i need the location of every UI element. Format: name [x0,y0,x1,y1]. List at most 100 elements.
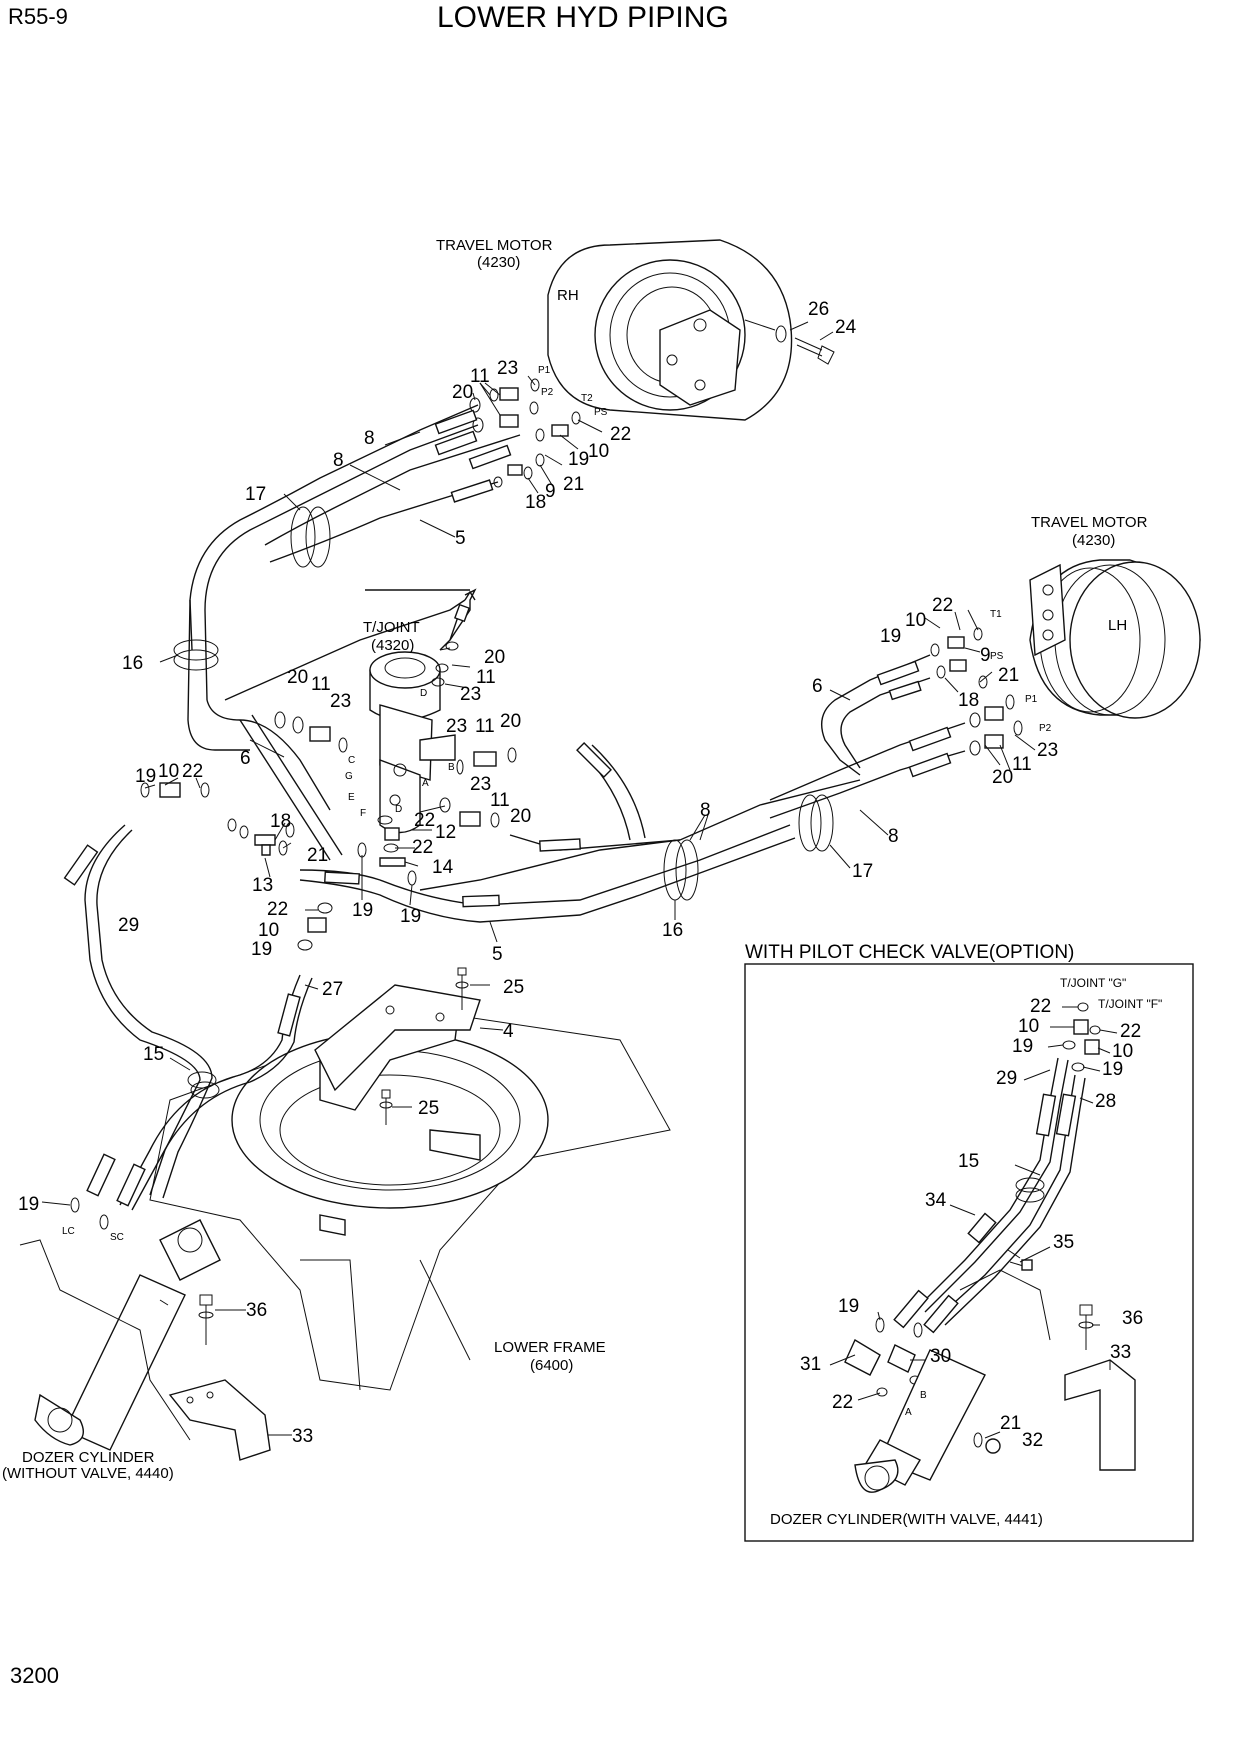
callout-22b: 22 [414,810,435,831]
callout-22g: 22 [1030,996,1051,1017]
port-tj-d: D [420,688,427,699]
callout-21c: 21 [998,665,1019,686]
callout-11c: 11 [311,674,331,695]
lower-frame-code: (6400) [530,1357,573,1374]
callout-11e: 11 [490,790,510,811]
dozer-cylinder-label: DOZER CYLINDER [22,1449,155,1466]
hose-5-6 [239,714,861,923]
callout-20f: 20 [992,767,1013,788]
callout-22a: 22 [610,424,631,445]
callout-22i: 22 [832,1392,853,1413]
t-joint-fittings [140,711,517,951]
callout-18a: 18 [525,492,546,513]
callout-19h: 19 [1012,1036,1033,1057]
callout-8c: 8 [700,800,711,821]
callout-28: 28 [1095,1091,1116,1112]
port-tj-d2: D [395,804,402,815]
bracket-33 [168,1294,271,1461]
callout-23e: 23 [470,774,491,795]
callout-36b: 36 [1122,1308,1143,1329]
callout-19g: 19 [18,1194,39,1215]
port-rh-p2: P2 [541,387,554,398]
callout-22h: 22 [1120,1021,1141,1042]
callout-22c: 22 [412,837,433,858]
lh-fittings-hoses [769,627,1023,852]
callout-8b: 8 [333,450,344,471]
callout-20d: 20 [500,711,521,732]
callout-11f: 11 [1012,754,1032,775]
port-tj-b: B [448,762,455,773]
callout-24: 24 [835,317,857,338]
callout-4: 4 [503,1021,514,1042]
callout-20: 20 [452,382,473,403]
callout-23: 23 [497,358,518,379]
port-lh-p2: P2 [1039,723,1052,734]
callout-14: 14 [432,857,454,878]
travel-motor-lh-side: LH [1108,617,1127,634]
model-code: R55-9 [8,4,68,29]
callout-11b: 11 [476,667,496,688]
inset-dozer-cylinder-label: DOZER CYLINDER(WITH VALVE, 4441) [770,1511,1043,1528]
callout-5b: 5 [492,944,503,965]
callout-10a: 10 [588,441,609,462]
callout-9b: 9 [980,645,991,666]
callout-19j: 19 [838,1296,859,1317]
callout-32: 32 [1022,1430,1043,1451]
port-tj-g: G [345,771,353,782]
callout-8a: 8 [364,428,375,449]
lower-frame-label: LOWER FRAME [494,1339,606,1356]
callout-34: 34 [925,1190,947,1211]
callout-17: 17 [245,484,266,505]
port-cyl-sc: SC [110,1232,124,1243]
callout-21d: 21 [1000,1413,1021,1434]
callout-22e: 22 [267,899,288,920]
callout-19d: 19 [352,900,373,921]
callout-19b: 19 [135,766,156,787]
callout-25a: 25 [503,977,524,998]
port-lh-p1: P1 [1025,694,1038,705]
callout-31: 31 [800,1354,821,1375]
bolts-25 [379,967,469,1125]
t-joint-code: (4320) [371,637,414,654]
rh-fittings [469,378,581,488]
inset-title: WITH PILOT CHECK VALVE(OPTION) [745,942,1074,963]
callout-20e: 20 [510,806,531,827]
page-title: LOWER HYD PIPING [437,1,729,34]
callout-33b: 33 [1110,1342,1131,1363]
callout-20c: 20 [287,667,308,688]
port-tj-f: F [360,808,366,819]
callout-13: 13 [252,875,273,896]
rh-hose-bundle [189,404,521,701]
callout-23f: 23 [1037,740,1058,761]
callout-18b: 18 [270,811,291,832]
callout-16b: 16 [662,920,683,941]
travel-motor-rh [547,239,835,421]
port-tj-e: E [348,792,355,803]
callout-10c: 10 [258,920,279,941]
callout-19i: 19 [1102,1059,1123,1080]
callout-17b: 17 [852,861,873,882]
callout-15a: 15 [143,1044,164,1065]
callout-29b: 29 [996,1068,1017,1089]
callout-36a: 36 [246,1300,267,1321]
callout-12: 12 [435,822,456,843]
dozer-hoses [63,824,313,1230]
travel-motor-rh-label: TRAVEL MOTOR [436,237,553,254]
port-tj-c: C [348,755,355,766]
callout-10e: 10 [1018,1016,1039,1037]
inset-assembly [844,1002,1136,1493]
inset-tjoint-g: T/JOINT "G" [1060,976,1126,990]
callout-19f: 19 [880,626,901,647]
port-inset-a: A [905,1407,912,1418]
travel-motor-lh [1029,559,1201,719]
callout-26: 26 [808,299,829,320]
t-joint-body [369,651,456,834]
travel-motor-rh-side: RH [557,287,579,304]
callout-23c: 23 [330,691,351,712]
port-rh-ps: PS [594,407,608,418]
callout-25b: 25 [418,1098,439,1119]
travel-motor-lh-code: (4230) [1072,532,1115,549]
t-joint-label: T/JOINT [363,619,420,636]
callout-33a: 33 [292,1426,313,1447]
